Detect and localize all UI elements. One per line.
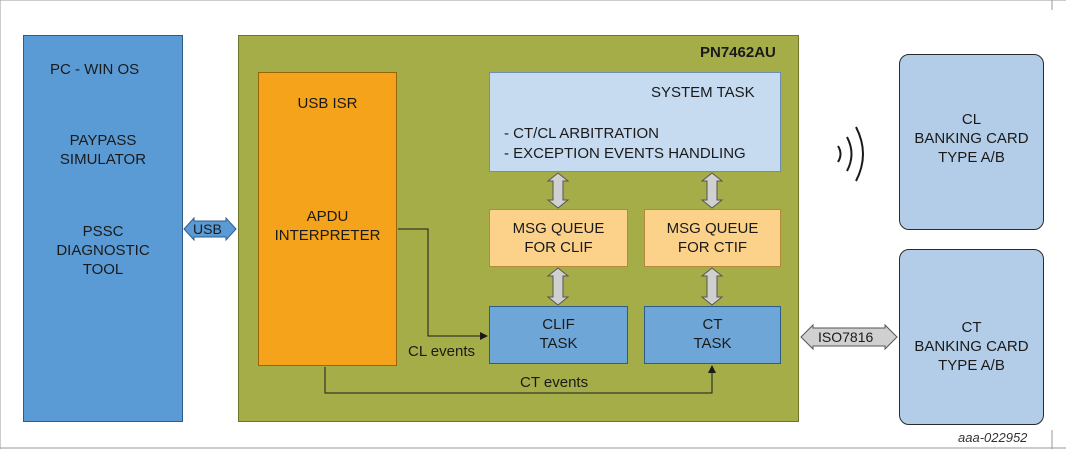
msg-queue-clif-line1: MSG QUEUE <box>512 220 605 237</box>
system-task-label: SYSTEM TASK <box>651 84 755 101</box>
clif-task-block <box>489 306 628 364</box>
clif-task-line2: TASK <box>539 335 578 352</box>
apdu-label-line2: INTERPRETER <box>274 227 381 244</box>
ct-events-label: CT events <box>520 374 589 391</box>
rf-wave-arc-1 <box>837 145 842 163</box>
system-task-arbitration: - CT/CL ARBITRATION <box>504 125 660 142</box>
ct-task-line1: CT <box>702 316 723 333</box>
usb-link-arrow <box>183 216 237 242</box>
system-to-clif-queue-arrow <box>546 172 570 209</box>
pc-app-line1: PAYPASS <box>69 132 137 149</box>
usb-link-label: USB <box>193 221 222 237</box>
msg-queue-ctif-line2: FOR CTIF <box>677 239 748 256</box>
ct-card-line3: TYPE A/B <box>938 357 1005 374</box>
figure-id: aaa-022952 <box>958 430 1028 445</box>
cl-card-line1: CL <box>961 111 982 128</box>
chip-name: PN7462AU <box>700 44 776 61</box>
apdu-label-line1: APDU <box>306 208 349 225</box>
rf-wave-arc-2 <box>846 136 853 172</box>
pc-tool-line2: DIAGNOSTIC <box>56 242 150 259</box>
ct-events-connector <box>324 365 716 394</box>
iso7816-link-arrow <box>800 323 898 351</box>
ct-task-block <box>644 306 781 364</box>
system-to-ctif-queue-arrow <box>700 172 724 209</box>
cl-card-block <box>899 54 1044 230</box>
cl-card-line2: BANKING CARD <box>914 130 1029 147</box>
cl-events-label: CL events <box>408 343 475 360</box>
cl-events-connector <box>398 228 488 340</box>
ct-card-line2: BANKING CARD <box>914 338 1029 355</box>
msg-queue-ctif-line1: MSG QUEUE <box>666 220 759 237</box>
pc-title: PC - WIN OS <box>50 61 140 78</box>
system-task-block <box>489 72 781 172</box>
system-task-exceptions: - EXCEPTION EVENTS HANDLING <box>504 145 746 162</box>
msg-queue-ctif-block <box>644 209 781 267</box>
msg-queue-clif-block <box>489 209 628 267</box>
iso7816-link-label: ISO7816 <box>818 329 874 345</box>
ct-card-line1: CT <box>961 319 982 336</box>
msg-queue-clif-line2: FOR CLIF <box>524 239 593 256</box>
pc-app-line2: SIMULATOR <box>59 151 147 168</box>
pc-tool-line3: TOOL <box>82 261 124 278</box>
ctif-queue-to-task-arrow <box>700 267 724 306</box>
usb-isr-block <box>258 72 397 366</box>
ct-card-block <box>899 249 1044 425</box>
pc-tool-line1: PSSC <box>82 223 124 240</box>
ct-task-line2: TASK <box>693 335 732 352</box>
rf-wave-arc-3 <box>855 126 864 182</box>
usb-isr-label: USB ISR <box>297 95 358 112</box>
pc-host-block <box>23 35 183 422</box>
clif-task-line1: CLIF <box>542 316 575 333</box>
clif-queue-to-task-arrow <box>546 267 570 306</box>
cl-card-line3: TYPE A/B <box>938 149 1005 166</box>
